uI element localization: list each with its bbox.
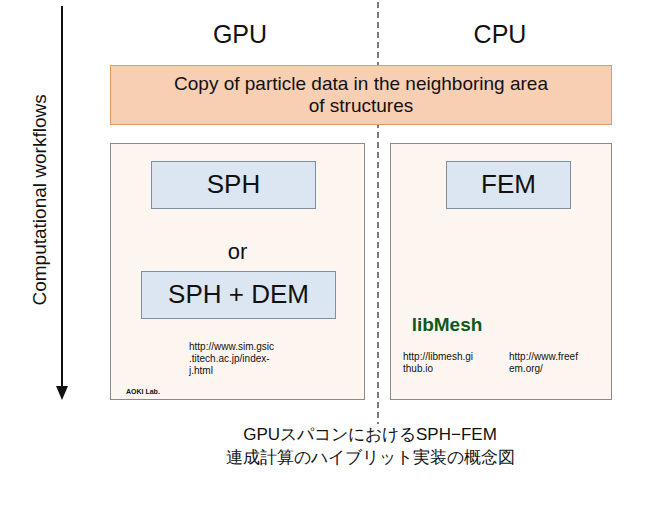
caption: GPUスパコンにおけるSPH−FEM 連成計算のハイブリット実装の概念図	[215, 424, 525, 470]
workflow-arrow-head	[56, 386, 68, 400]
column-header: CPU	[450, 20, 550, 49]
box-label: FEM	[447, 162, 570, 208]
axis-label: Computational workflows	[29, 75, 51, 325]
node-text: http://www.sim.gsic .titech.ac.jp/index-…	[189, 341, 289, 377]
gpu-panel: or http://www.sim.gsic .titech.ac.jp/inde…	[110, 143, 365, 400]
node-text: Copy of particle data in the neighboring…	[111, 66, 611, 124]
process-box: FEM	[446, 161, 571, 209]
node-text: or	[111, 239, 364, 264]
process-box: SPH + DEM	[141, 271, 336, 319]
workflow-arrow-shaft	[61, 6, 63, 388]
node-text: http://libmesh.gi thub.io	[403, 351, 498, 375]
column-header: GPU	[190, 20, 290, 49]
box-label: SPH + DEM	[142, 272, 335, 318]
box-label: SPH	[152, 162, 315, 208]
logo-text: libMesh	[406, 314, 488, 336]
cpu-panel: http://libmesh.gi thub.io http://www.free…	[390, 143, 612, 400]
shared-band: Copy of particle data in the neighboring…	[110, 65, 612, 125]
node-text: http://www.freef em.org/	[509, 351, 604, 375]
logo-text: AOKI Lab.	[126, 388, 186, 396]
process-box: SPH	[151, 161, 316, 209]
